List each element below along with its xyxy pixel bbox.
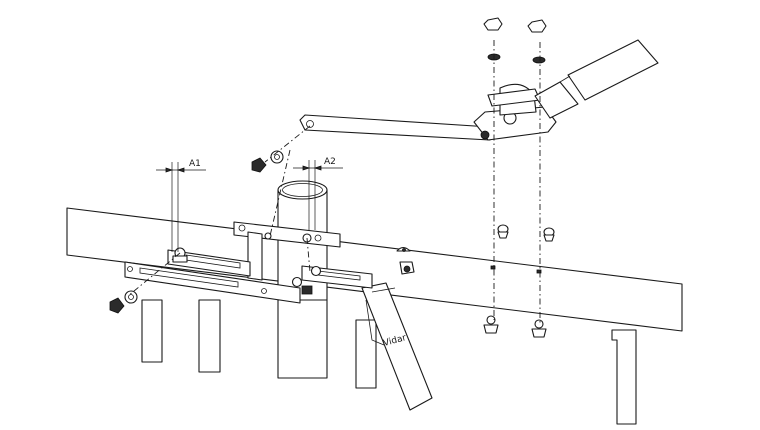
dimension-a1: A1 (156, 159, 206, 252)
handle-grip (534, 39, 659, 119)
beam-fasteners (396, 246, 415, 275)
dimension-a2: A2 (293, 157, 343, 230)
mounting-plate (233, 221, 341, 281)
left-hardware (109, 150, 284, 314)
handle-arm (299, 83, 557, 141)
spring-leg: Vidar (361, 282, 433, 411)
dimension-label-a2: A2 (324, 157, 336, 167)
axis-lines (127, 40, 541, 324)
dimension-label-a1: A1 (189, 159, 201, 169)
slotted-bracket (124, 249, 301, 304)
main-beam (66, 207, 683, 332)
exploded-hardware (483, 17, 555, 338)
frame-legs (141, 299, 637, 425)
